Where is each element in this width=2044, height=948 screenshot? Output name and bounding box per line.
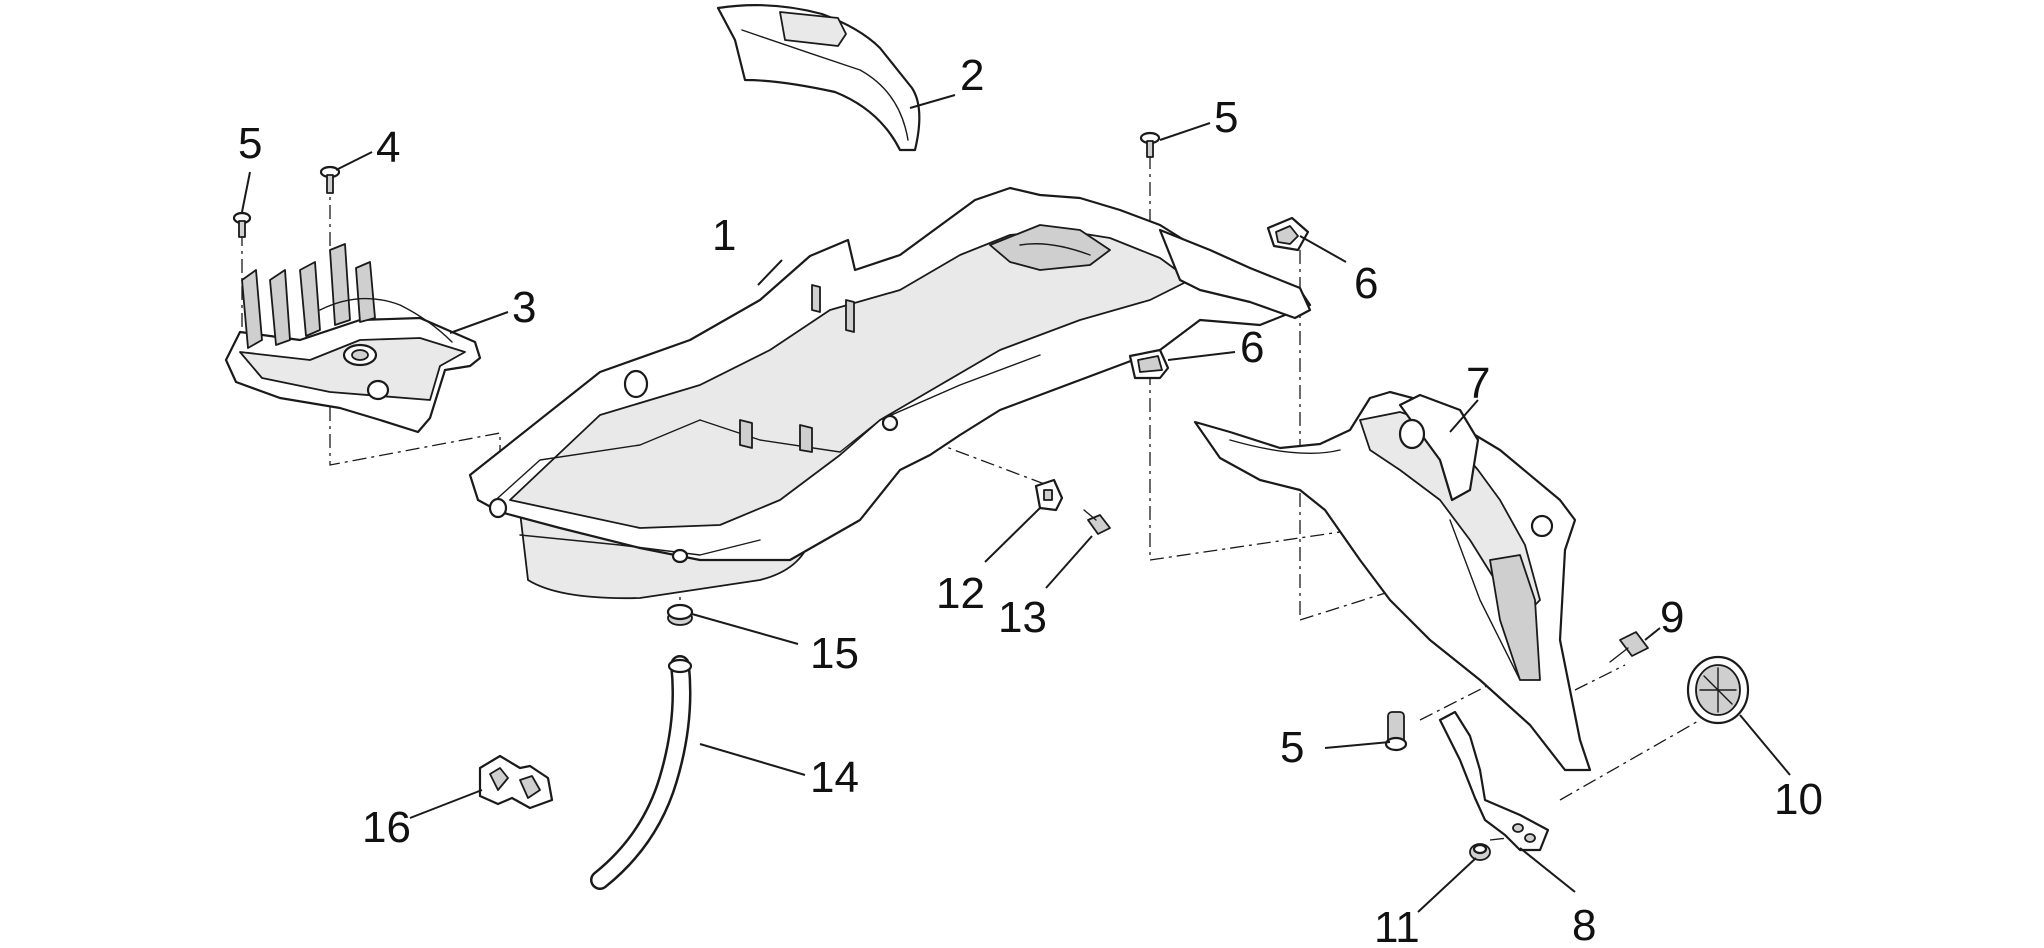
- callout-4: 4: [376, 123, 400, 172]
- screw-5-top: [1139, 131, 1161, 158]
- callout-14: 14: [810, 753, 859, 802]
- part-3-tray: [224, 243, 482, 434]
- part-2-fender-cover: [716, 3, 921, 152]
- callout-6-lower: 6: [1240, 323, 1264, 372]
- part-7-hugger: [1193, 390, 1592, 772]
- callout-8: 8: [1572, 901, 1596, 948]
- part-8-bracket: [1438, 710, 1550, 852]
- screw-5-lower: [1384, 711, 1408, 752]
- callouts: 1 2 3 4 5 5 5 6 6 7 8 9 10 11 12 13 14 1…: [238, 51, 1823, 948]
- part-6-clip-upper: [1266, 216, 1310, 252]
- part-16-clamp: [478, 754, 554, 810]
- part-6-clip-lower: [1128, 348, 1170, 380]
- callout-2: 2: [960, 51, 984, 100]
- callout-13: 13: [998, 593, 1047, 642]
- callout-5-lower: 5: [1280, 723, 1304, 772]
- callout-9: 9: [1660, 593, 1684, 642]
- part-10-reflector: [1686, 655, 1750, 725]
- screw-5-left: [232, 211, 252, 238]
- callout-6-upper: 6: [1354, 259, 1378, 308]
- callout-5-top: 5: [1214, 93, 1238, 142]
- leader-lines: [241, 94, 1791, 913]
- part-14-hose: [590, 655, 693, 890]
- part-1-undertray: [468, 186, 1312, 600]
- callout-5-left: 5: [238, 119, 262, 168]
- callout-12: 12: [936, 569, 985, 618]
- callout-16: 16: [362, 803, 411, 852]
- part-15-grommet: [666, 603, 694, 626]
- callout-3: 3: [512, 283, 536, 332]
- callout-15: 15: [810, 629, 859, 678]
- part-9-bolt: [1609, 631, 1649, 663]
- part-12-nut-clip: [1034, 478, 1064, 512]
- callout-11: 11: [1374, 903, 1420, 948]
- part-11-nut: [1469, 843, 1491, 861]
- callout-7: 7: [1466, 359, 1490, 408]
- callout-10: 10: [1774, 775, 1823, 824]
- screw-4: [319, 165, 341, 194]
- callout-1: 1: [712, 211, 736, 260]
- part-13-bolt: [1083, 509, 1111, 535]
